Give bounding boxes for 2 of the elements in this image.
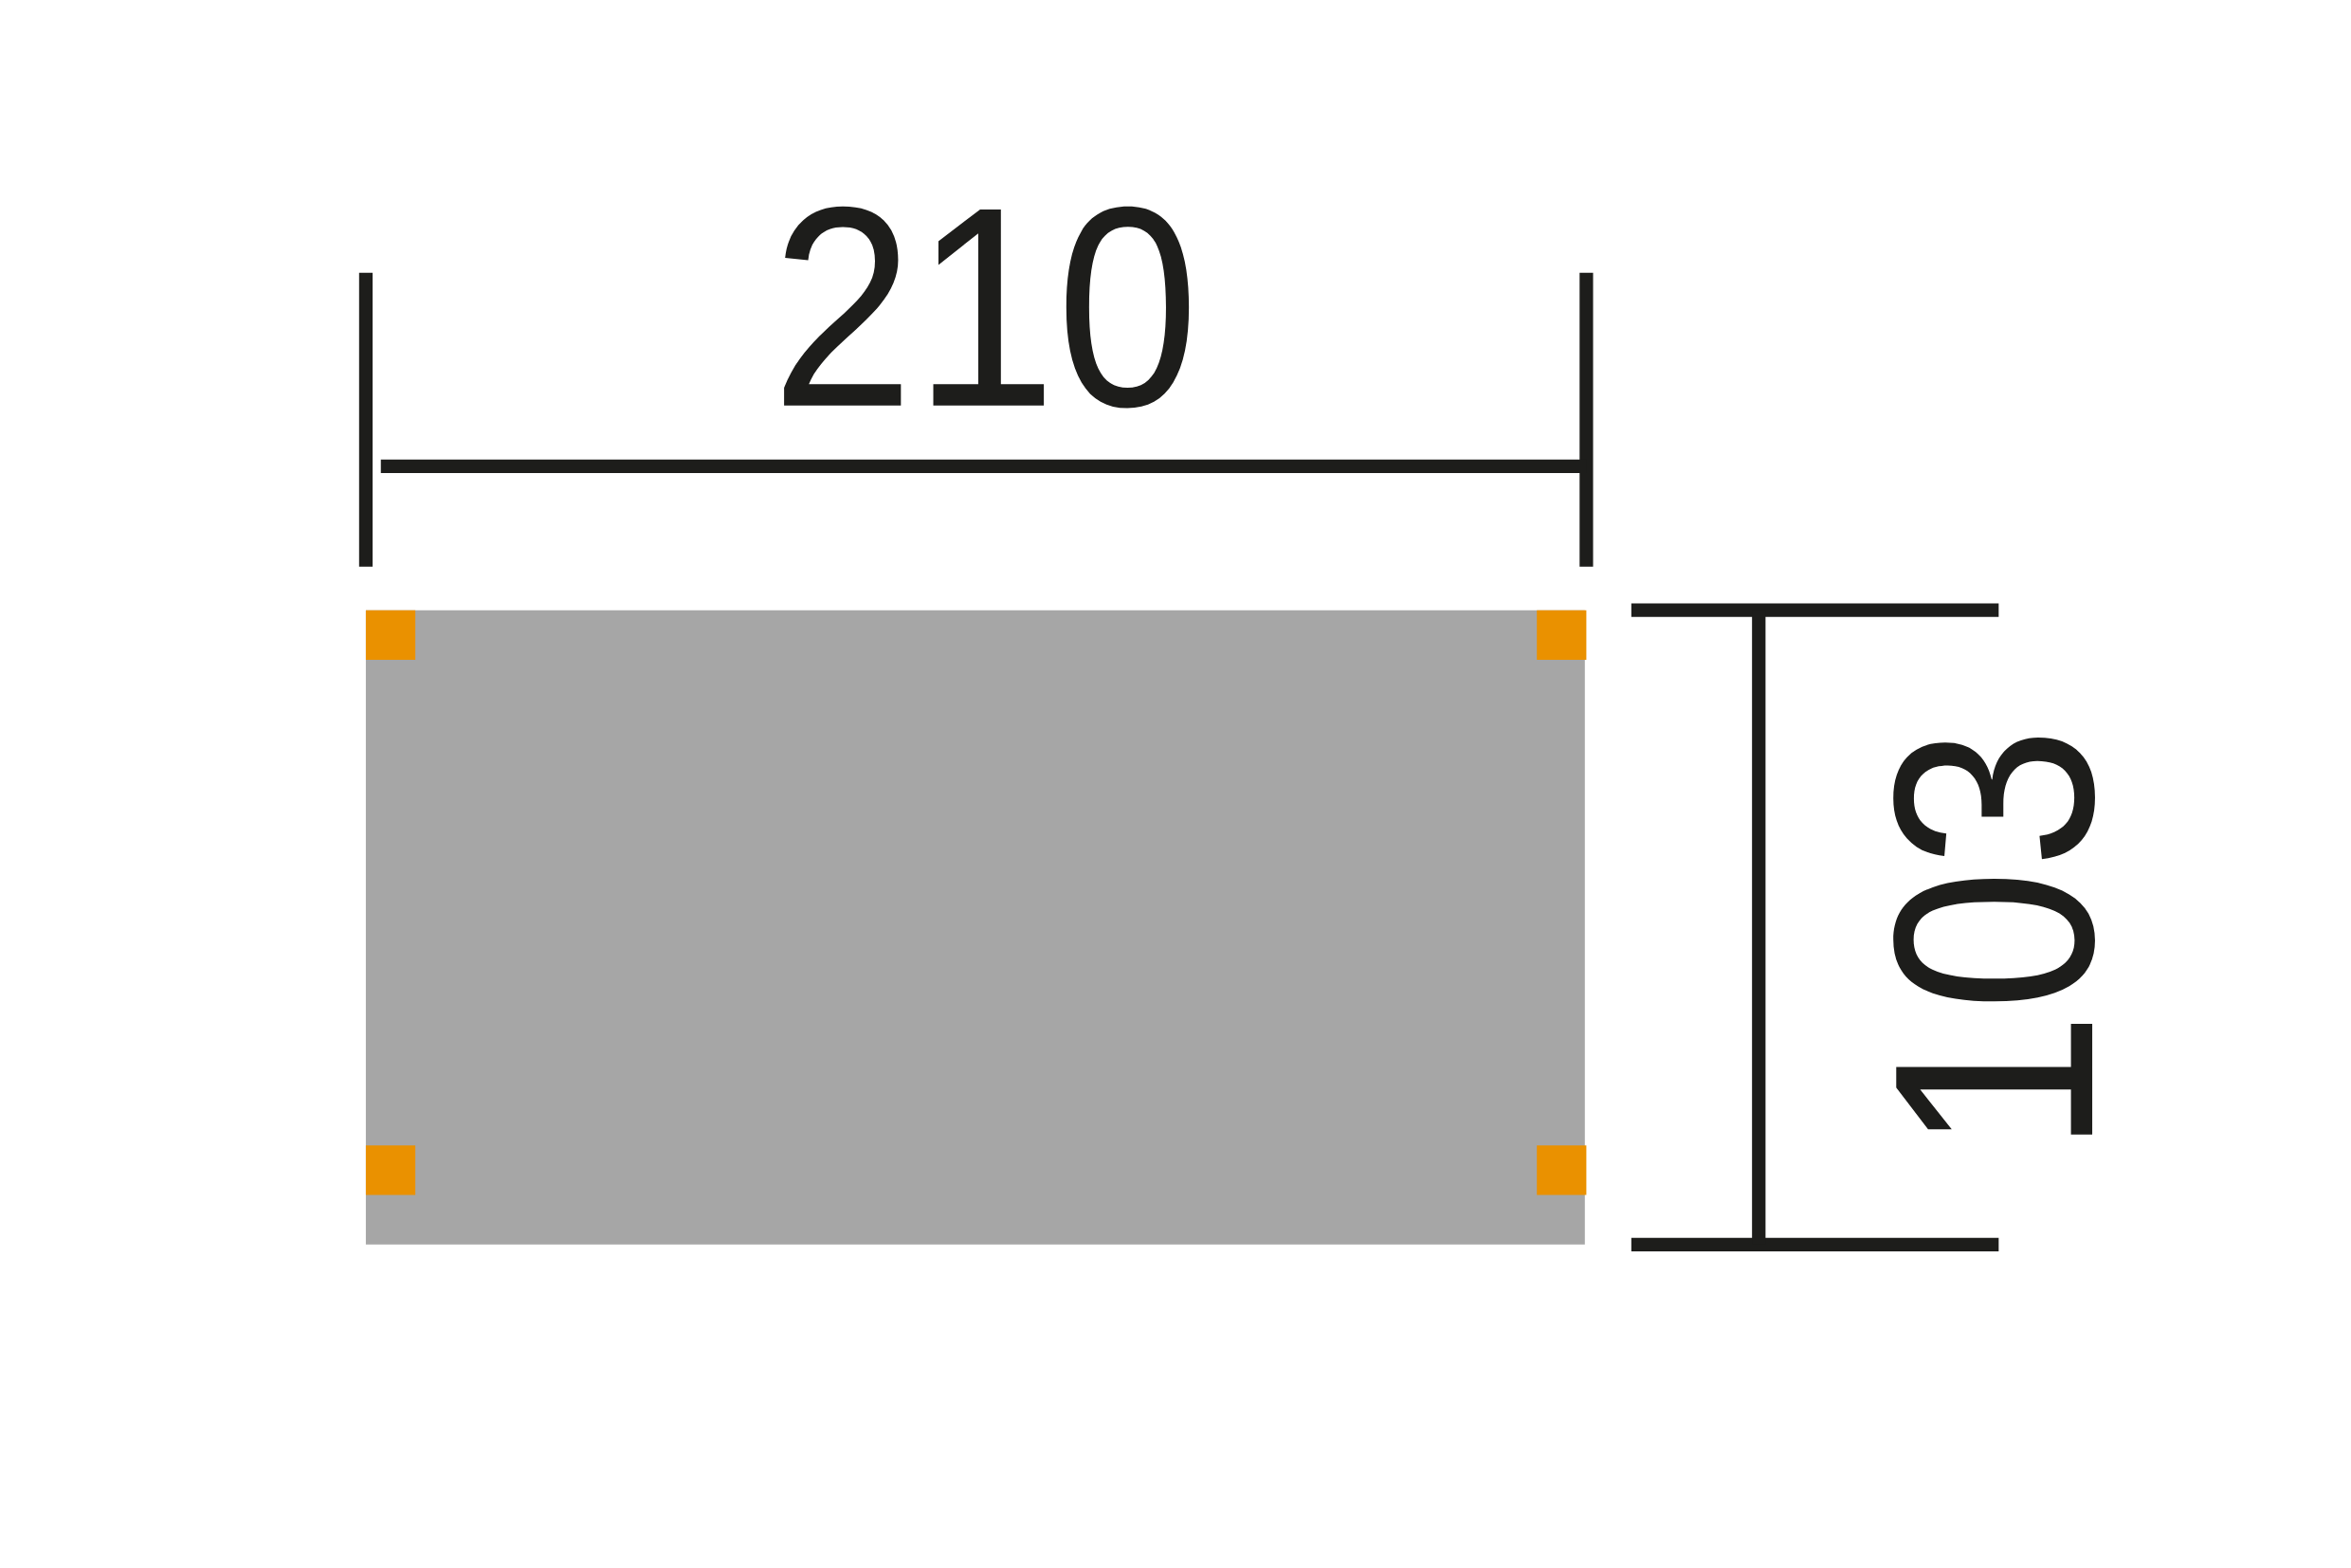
dimension-label: 103 bbox=[1893, 737, 2095, 1135]
dimension-label: 210 bbox=[784, 206, 1190, 409]
